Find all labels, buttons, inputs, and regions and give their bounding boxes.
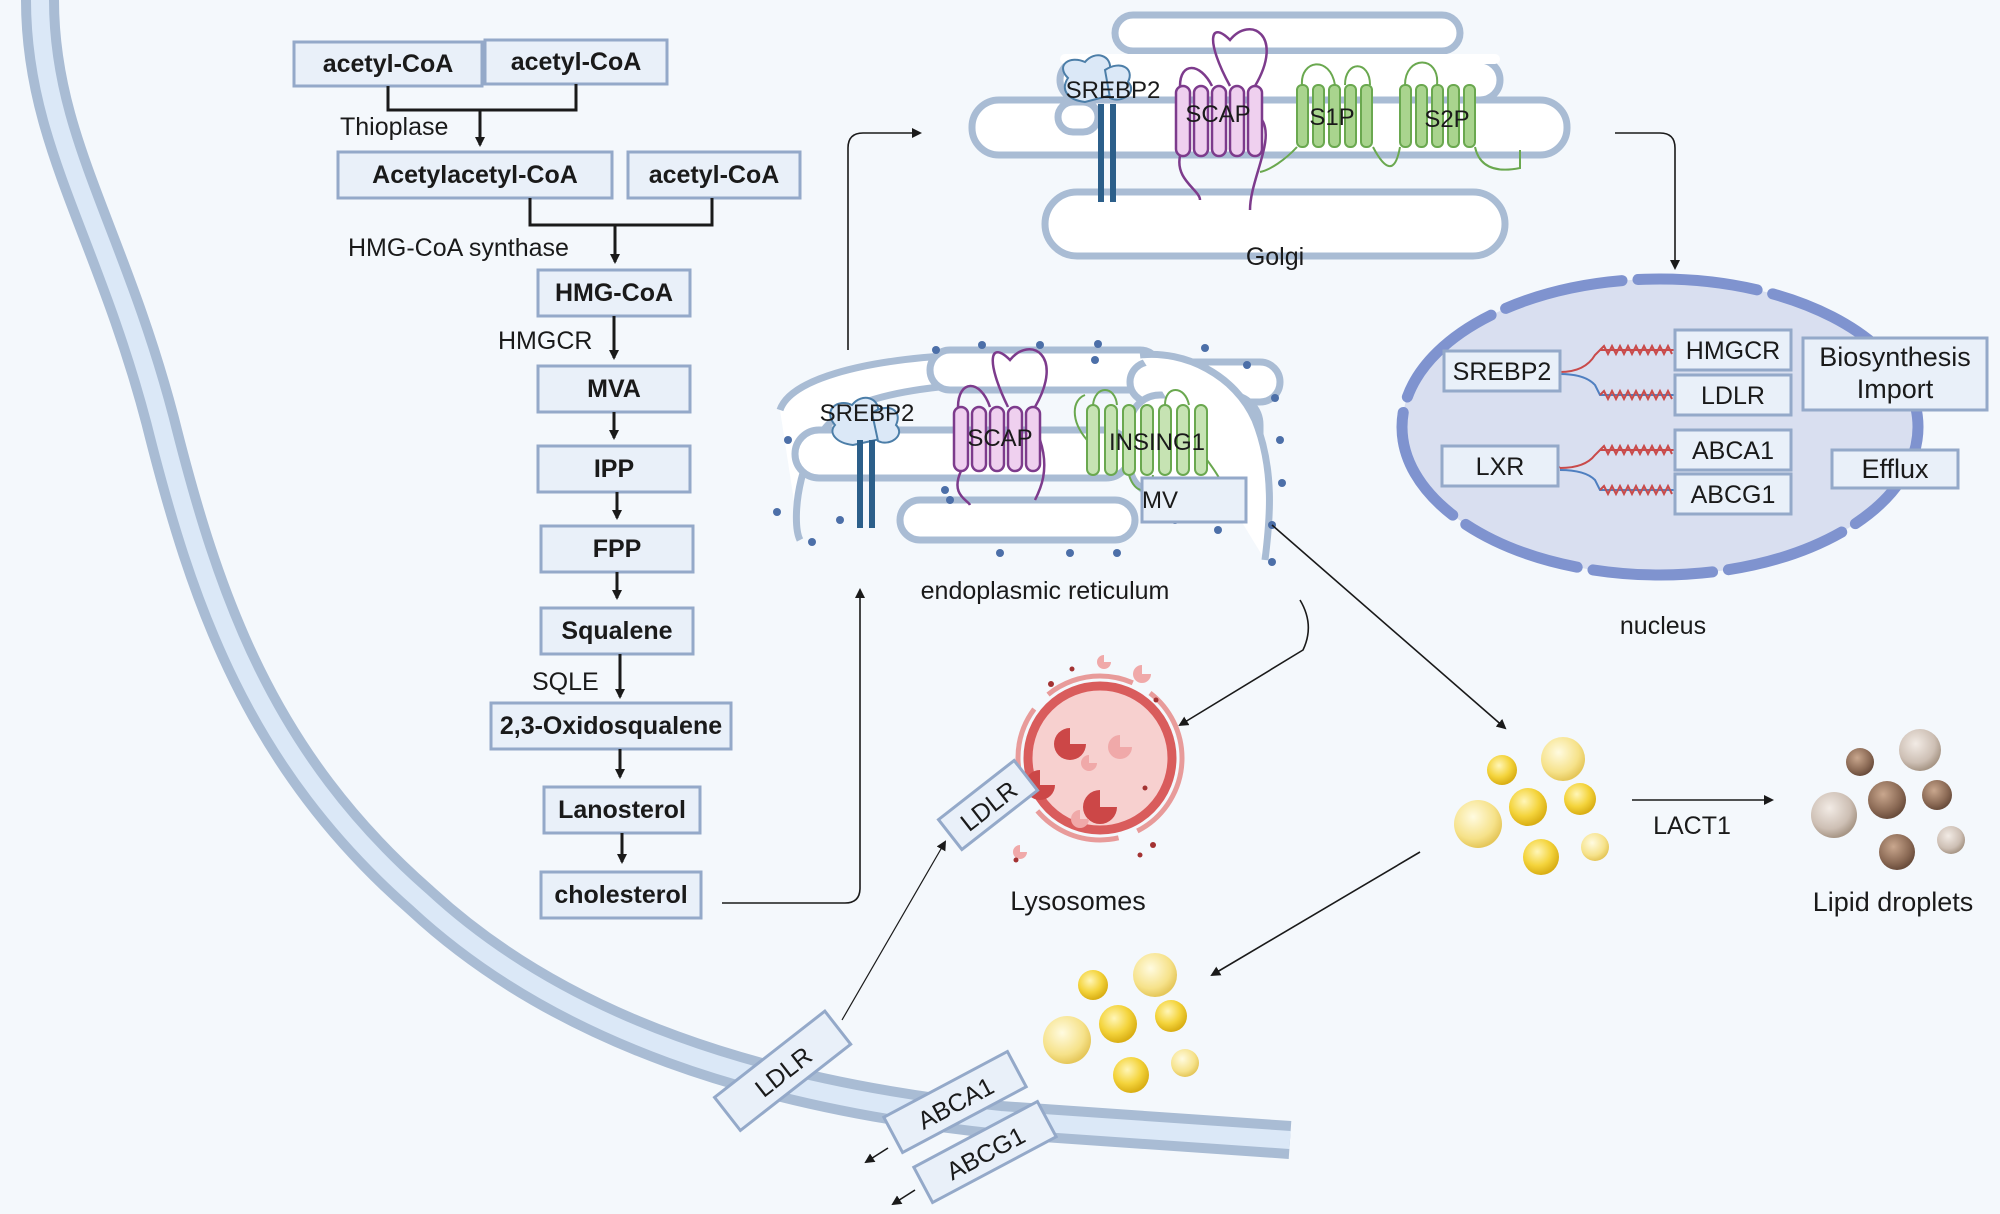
er-srebp2-label: SREBP2 (820, 400, 915, 427)
nucleus-hmgcr-label: HMGCR (1686, 337, 1780, 365)
hmg-merge-connector (528, 198, 714, 227)
mva-label: MVA (587, 375, 641, 403)
cholesterol-pool-lower (1043, 953, 1199, 1093)
acetyl-coa-label-1: acetyl-CoA (323, 50, 454, 78)
golgi-srebp2-label: SREBP2 (1066, 77, 1161, 104)
er-mva-partial-label: MV (1142, 487, 1178, 514)
hmg-coa-label: HMG-CoA (555, 279, 673, 307)
acetyl-merge-connector (386, 84, 578, 112)
er-scap-protein (952, 348, 1048, 506)
biosynthesis-label: Biosynthesis (1819, 342, 1971, 372)
insig1-protein (1073, 389, 1226, 501)
fpp-box (539, 524, 695, 574)
lysosome-label: Lysosomes (1010, 886, 1146, 916)
lanosterol-label: Lanosterol (558, 796, 686, 824)
arrow-ldlr-to-lysosome (841, 840, 947, 1021)
nucleus-lxr-box (1440, 444, 1560, 488)
nucleus-label: nucleus (1620, 612, 1706, 640)
cholesterol-pool-upper (1454, 737, 1609, 875)
plasma-membrane (21, 0, 1292, 1159)
arrow-cholesterol-to-er (722, 588, 865, 904)
nucleus-abcg1-box (1673, 472, 1793, 516)
biosynthesis-import-box (1801, 336, 1989, 412)
import-label: Import (1857, 374, 1934, 404)
nucleus-hmgcr-box (1673, 328, 1793, 372)
arrow-er-to-lysosome (1178, 599, 1310, 727)
nucleus-dna (1543, 343, 1675, 497)
nucleus-ldlr-label: LDLR (1701, 382, 1765, 410)
sqle-enzyme-label: SQLE (532, 668, 599, 696)
oxidosqualene-box (489, 701, 733, 751)
mva-box (536, 364, 692, 414)
squalene-box (539, 606, 695, 656)
arrow-golgi-to-nucleus (1615, 132, 1680, 270)
nucleus-ldlr-box (1673, 373, 1793, 417)
hmg-coa-synthase-label: HMG-CoA synthase (348, 234, 569, 262)
er-mva-partial-box (1140, 476, 1248, 524)
lipid-droplets-label: Lipid droplets (1813, 887, 1974, 917)
hmg-coa-box (536, 268, 692, 318)
golgi-apparatus: SREBP2 SCAP S1P S (968, 11, 1571, 271)
arrow-abcg1-efflux (891, 1189, 916, 1206)
nucleus-lxr-label: LXR (1476, 453, 1525, 481)
er-ribosomes (773, 340, 1286, 566)
nucleus: SREBP2 HMGCR LDLR LXR ABCA1 ABCG1 nucleu… (1396, 273, 1924, 640)
er-srebp2-protein (829, 396, 901, 528)
nucleus-abcg1-label: ABCG1 (1691, 481, 1776, 509)
er-scap-label: SCAP (967, 425, 1032, 452)
golgi-label: Golgi (1246, 243, 1304, 271)
cholesterol-box (539, 870, 703, 920)
lact1-label: LACT1 (1653, 812, 1731, 840)
s1p-protein (1259, 63, 1373, 173)
golgi-srebp2-protein (1062, 54, 1133, 202)
nucleus-srebp2-label: SREBP2 (1453, 358, 1552, 386)
golgi-scap-protein (1174, 28, 1268, 211)
acetyl-coa-box-3 (626, 150, 802, 200)
thioplase-label: Thioplase (340, 113, 448, 141)
acetylacetyl-coa-label: Acetylacetyl-CoA (372, 161, 578, 189)
acetyl-coa-label-3: acetyl-CoA (649, 161, 780, 189)
acetylacetyl-coa-box (336, 150, 614, 200)
fpp-label: FPP (593, 535, 642, 563)
insig1-label: INSING1 (1109, 429, 1205, 456)
endoplasmic-reticulum: SREBP2 SCAP INSING1 MV endoplasmic retic… (773, 340, 1286, 605)
lipid-droplets (1811, 729, 1965, 870)
cholesterol-label: cholesterol (554, 881, 687, 909)
er-label: endoplasmic reticulum (921, 577, 1170, 605)
hmgcr-enzyme-label: HMGCR (498, 327, 592, 355)
efflux-label: Efflux (1861, 454, 1929, 484)
arrow-to-cholesterol-pool-lower (1210, 851, 1421, 977)
nucleus-abca1-label: ABCA1 (1692, 437, 1774, 465)
s1p-label: S1P (1309, 104, 1354, 131)
mevalonate-pathway: acetyl-CoA acetyl-CoA Thioplase Acetylac… (292, 38, 802, 920)
golgi-scap-label: SCAP (1185, 101, 1250, 128)
ipp-label: IPP (594, 455, 634, 483)
acetyl-coa-label-2: acetyl-CoA (511, 48, 642, 76)
s2p-label: S2P (1424, 106, 1469, 133)
arrow-er-to-cholesterol-pool (1271, 524, 1507, 730)
nucleus-srebp2-box (1442, 349, 1562, 393)
squalene-label: Squalene (561, 617, 672, 645)
ipp-box (536, 444, 692, 494)
oxidosqualene-label: 2,3-Oxidosqualene (500, 712, 722, 740)
s2p-protein (1372, 61, 1521, 171)
arrow-er-to-golgi (847, 128, 922, 350)
lysosome (1013, 655, 1185, 863)
efflux-box (1830, 448, 1960, 490)
arrow-abca1-efflux (864, 1147, 889, 1164)
acetyl-coa-box-2 (483, 38, 669, 86)
nucleus-abca1-box (1673, 428, 1793, 472)
lysosome-ldlr-tag: LDLR (936, 758, 1040, 852)
acetyl-coa-box-1 (292, 40, 484, 88)
